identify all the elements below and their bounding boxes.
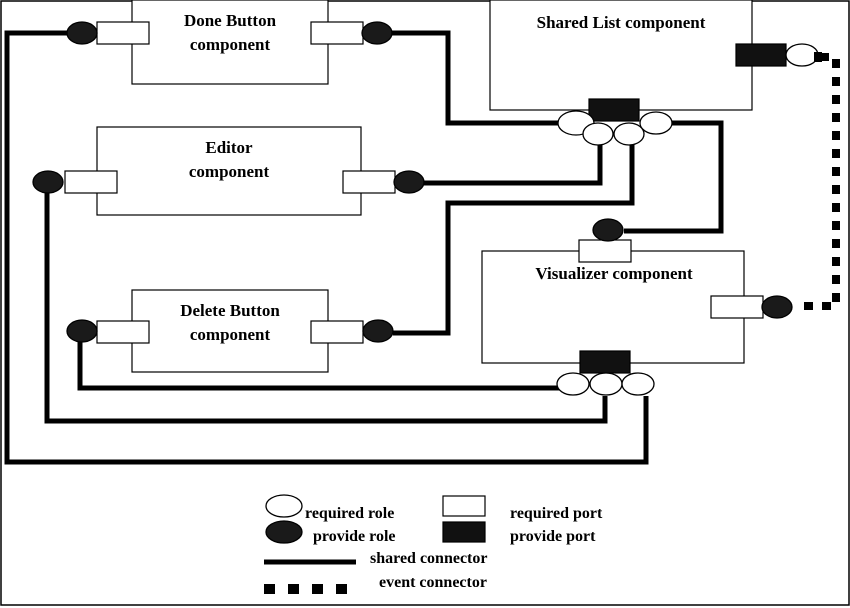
legend-required-port-label: required port <box>510 505 603 522</box>
provide-role <box>66 319 98 343</box>
component-box <box>489 0 753 111</box>
component-title: Shared List component <box>537 13 706 32</box>
required-role <box>589 372 623 396</box>
required-role <box>621 372 655 396</box>
required-role <box>613 122 645 146</box>
component-subtitle: component <box>190 35 271 54</box>
component-subtitle: component <box>189 162 270 181</box>
required-role <box>556 372 590 396</box>
required-port <box>310 320 364 344</box>
component-title: Editor <box>205 138 253 157</box>
legend-provide-port-label: provide port <box>510 528 596 545</box>
component-box <box>96 126 362 216</box>
legend-event-connector-label: event connector <box>379 574 487 591</box>
provide-role <box>592 218 624 242</box>
component-title: Visualizer component <box>535 264 693 283</box>
wire-editor-to-visualizer <box>44 193 608 424</box>
event-connector-sharedlist-visualizer <box>796 53 840 310</box>
legend-required-role-label: required role <box>305 505 394 522</box>
required-role <box>639 111 673 135</box>
provide-port <box>579 350 631 374</box>
wire-done-to-sharedlist <box>392 30 570 126</box>
wire-delete-to-visualizer <box>77 342 562 391</box>
required-port <box>342 170 396 194</box>
component-box <box>131 0 329 85</box>
wire-sharedlist-to-visualizer <box>624 120 724 234</box>
wire-editor-to-sharedlist <box>424 135 603 186</box>
event-connector-stub <box>814 52 822 62</box>
legend-shared-connector-label: shared connector <box>370 550 487 567</box>
legend-provide-port-symbol <box>442 521 486 543</box>
legend-provide-role-label: provide role <box>313 528 396 545</box>
required-role <box>785 43 819 67</box>
legend: required role provide role required port… <box>264 494 603 594</box>
component-title: Done Button <box>184 11 277 30</box>
legend-provide-role-symbol <box>265 520 303 544</box>
provide-role <box>761 295 793 319</box>
legend-required-role-symbol <box>265 494 303 518</box>
provide-role <box>361 21 393 45</box>
provide-role <box>32 170 64 194</box>
provide-role <box>362 319 394 343</box>
wire-delete-to-sharedlist <box>393 136 635 336</box>
component-title: Delete Button <box>180 301 280 320</box>
provide-role <box>393 170 425 194</box>
provide-port <box>588 98 640 122</box>
required-port <box>310 21 364 45</box>
legend-required-port-symbol <box>442 495 486 517</box>
done-button-component: Done Button component <box>66 0 393 85</box>
required-port <box>578 239 632 263</box>
component-subtitle: component <box>190 325 271 344</box>
component-box <box>481 250 745 364</box>
shared-connectors <box>4 30 724 465</box>
editor-component: Editor component <box>32 126 425 216</box>
delete-button-component: Delete Button component <box>66 289 394 373</box>
component-box <box>131 289 329 373</box>
required-port <box>96 21 150 45</box>
wire-done-to-visualizer <box>4 30 649 465</box>
provide-port <box>735 43 787 67</box>
visualizer-component: Visualizer component <box>481 218 793 396</box>
required-port <box>96 320 150 344</box>
required-port <box>64 170 118 194</box>
shared-list-component: Shared List component <box>489 0 822 146</box>
required-role <box>582 122 614 146</box>
provide-role <box>66 21 98 45</box>
required-port <box>710 295 764 319</box>
